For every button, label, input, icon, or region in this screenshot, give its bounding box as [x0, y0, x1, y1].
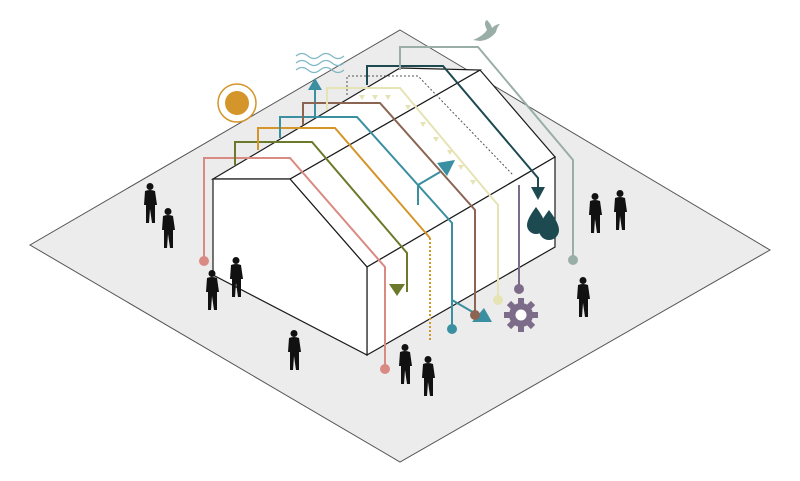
bird-icon: [473, 20, 500, 41]
wind-waves-icon: [295, 52, 345, 74]
olive-arrow-icon: [389, 284, 405, 296]
flow-line-sage: [399, 46, 574, 258]
flow-line-teal: [279, 116, 453, 328]
brown-endpoint: [470, 310, 480, 320]
person-silhouette: [614, 190, 627, 230]
sage-endpoint: [568, 255, 578, 265]
person-silhouette: [206, 270, 219, 310]
pink-endpoint: [380, 364, 390, 374]
pink-startpoint: [199, 256, 209, 266]
flow-line-orange: [257, 127, 431, 239]
water-drops-icon: [527, 207, 559, 240]
person-silhouette: [288, 330, 301, 370]
people: [144, 183, 627, 396]
house-gable-wall: [212, 178, 368, 356]
flow-line-gray-dotted: [346, 75, 514, 176]
flow-line-pink: [203, 157, 386, 368]
flow-line-brown: [302, 102, 476, 312]
flow-line-olive: [234, 141, 408, 292]
person-silhouette: [589, 193, 602, 233]
teal-up-arrow-icon: [308, 78, 322, 90]
cream-endpoint: [493, 295, 503, 305]
person-silhouette: [144, 183, 157, 223]
person-silhouette: [230, 257, 243, 297]
teal-roof-arrow-icon: [437, 160, 455, 176]
dark-teal-arrow-icon: [531, 187, 545, 200]
person-silhouette: [577, 277, 590, 317]
flow-line-cream: [326, 87, 499, 298]
person-silhouette: [162, 208, 175, 248]
person-silhouette: [422, 356, 435, 396]
gear-icon: [504, 298, 538, 332]
teal-roof-branch: [417, 171, 441, 205]
person-silhouette: [399, 344, 412, 384]
cream-arrows: [359, 95, 476, 185]
purple-endpoint: [514, 284, 524, 294]
teal-endpoint: [447, 324, 457, 334]
flow-line-dark-teal: [366, 65, 539, 190]
sun-icon: [217, 83, 257, 123]
